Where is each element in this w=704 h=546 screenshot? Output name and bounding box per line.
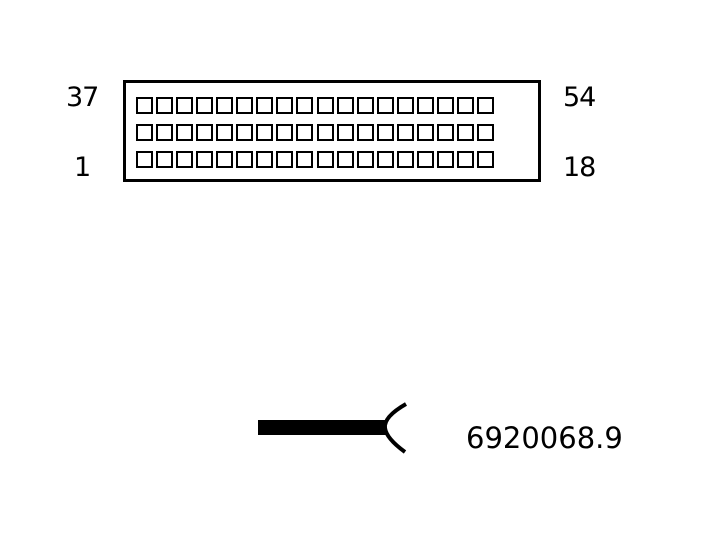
pin-cavity bbox=[357, 151, 374, 168]
pin-cavity bbox=[337, 124, 354, 141]
pin-cavity bbox=[317, 124, 334, 141]
drawing-number: 6920068.9 bbox=[466, 421, 623, 455]
pin-cavity bbox=[176, 151, 193, 168]
pin-cavity bbox=[256, 97, 273, 114]
pin-cavity bbox=[317, 97, 334, 114]
pin-cavity bbox=[236, 151, 253, 168]
pin-cavity bbox=[136, 124, 153, 141]
pin-cavity bbox=[136, 97, 153, 114]
pin-cavity bbox=[457, 124, 474, 141]
cable-connector-icon bbox=[258, 402, 407, 454]
pin-cavity bbox=[357, 97, 374, 114]
cable-wire bbox=[258, 420, 386, 435]
pin-cavity bbox=[236, 124, 253, 141]
connector-end-bracket bbox=[382, 402, 407, 454]
pin-cavity bbox=[216, 97, 233, 114]
pin-row-middle bbox=[136, 124, 497, 141]
pin-cavity bbox=[216, 151, 233, 168]
pin-cavity bbox=[457, 97, 474, 114]
pin-cavity bbox=[477, 124, 494, 141]
pin-cavity bbox=[317, 151, 334, 168]
pin-cavity bbox=[377, 124, 394, 141]
pin-cavity bbox=[196, 124, 213, 141]
pin-cavity bbox=[196, 151, 213, 168]
pin-cavity bbox=[477, 151, 494, 168]
pin-cavity bbox=[276, 124, 293, 141]
pin-cavity bbox=[296, 151, 313, 168]
pin-cavity bbox=[417, 97, 434, 114]
pin-row-top bbox=[136, 97, 497, 114]
pin-cavity bbox=[176, 124, 193, 141]
pin-cavity bbox=[256, 151, 273, 168]
pin-cavity bbox=[196, 97, 213, 114]
pin-cavity bbox=[136, 151, 153, 168]
pin-cavity bbox=[276, 97, 293, 114]
pin-cavity bbox=[156, 151, 173, 168]
pin-cavity bbox=[397, 151, 414, 168]
pin-cavity bbox=[457, 151, 474, 168]
pin-cavity bbox=[337, 97, 354, 114]
pin-cavity bbox=[296, 124, 313, 141]
pin-cavity bbox=[377, 97, 394, 114]
pin-label-top-right: 54 bbox=[563, 82, 596, 113]
pin-cavity bbox=[296, 97, 313, 114]
pin-cavity bbox=[156, 124, 173, 141]
pin-cavity bbox=[156, 97, 173, 114]
pin-cavity bbox=[377, 151, 394, 168]
pin-cavity bbox=[216, 124, 233, 141]
pin-cavity bbox=[437, 151, 454, 168]
pin-cavity bbox=[477, 97, 494, 114]
pin-cavity bbox=[337, 151, 354, 168]
pin-cavity bbox=[357, 124, 374, 141]
pin-cavity bbox=[276, 151, 293, 168]
pin-label-bottom-right: 18 bbox=[563, 152, 596, 183]
pin-cavity bbox=[256, 124, 273, 141]
pin-label-top-left: 37 bbox=[66, 82, 99, 113]
pin-cavity bbox=[397, 124, 414, 141]
pin-row-bottom bbox=[136, 151, 497, 168]
pin-cavity bbox=[397, 97, 414, 114]
pin-cavity bbox=[437, 97, 454, 114]
pin-cavity bbox=[236, 97, 253, 114]
pin-cavity bbox=[437, 124, 454, 141]
pin-cavity bbox=[417, 124, 434, 141]
pin-cavity bbox=[176, 97, 193, 114]
connector-face bbox=[123, 80, 541, 182]
pin-cavity bbox=[417, 151, 434, 168]
pin-label-bottom-left: 1 bbox=[74, 152, 91, 183]
